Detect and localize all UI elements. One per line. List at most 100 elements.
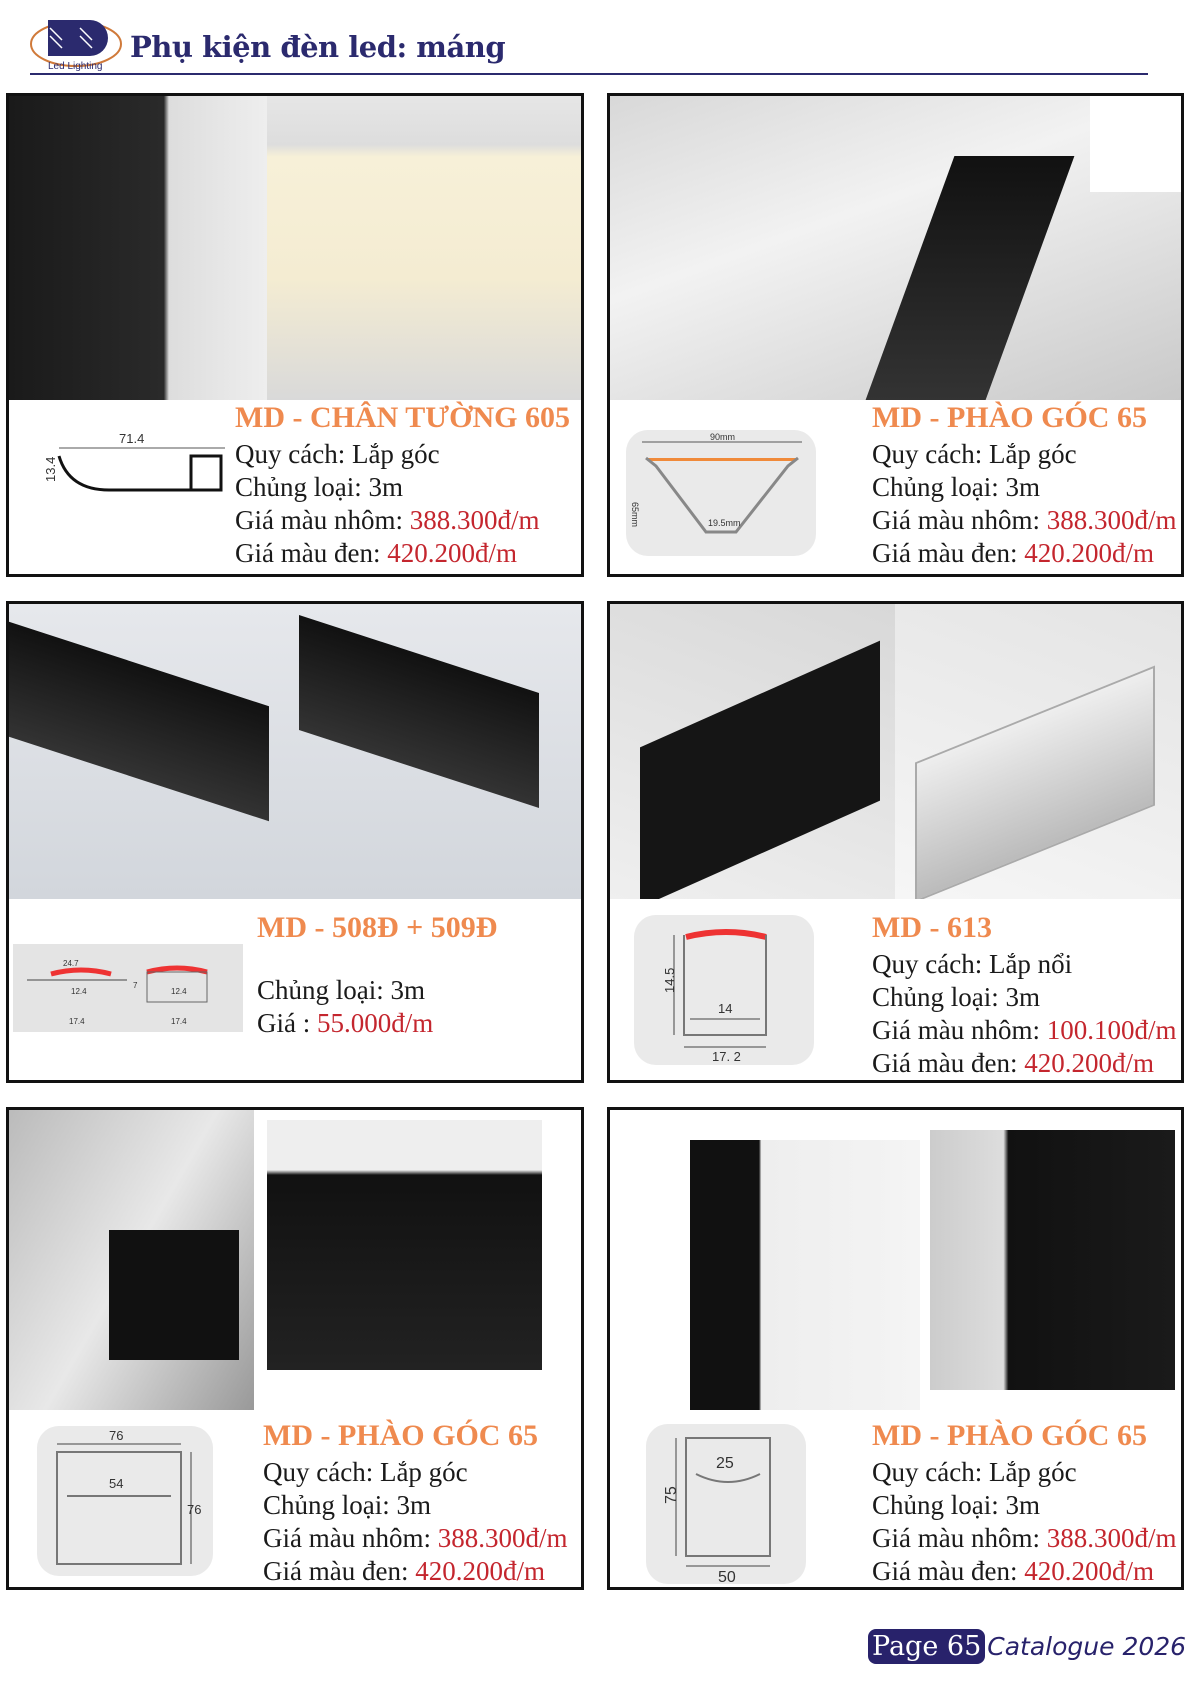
dim-inner: 12.4 — [71, 987, 87, 996]
product-photo — [610, 604, 1181, 899]
spec-value: Lắp góc — [988, 1457, 1077, 1487]
spec-value: Lắp góc — [379, 1457, 468, 1487]
type-value: 3m — [390, 975, 426, 1005]
product-photo — [9, 96, 581, 400]
price-aluminum: 388.300đ/m — [437, 1523, 568, 1553]
spec-value: Lắp nổi — [988, 949, 1073, 979]
product-name: MD - PHÀO GÓC 65 — [263, 1419, 538, 1452]
spec-label: Quy cách: — [263, 1457, 380, 1487]
price-black-label: Giá màu đen: — [872, 538, 1025, 568]
product-name: MD - PHÀO GÓC 65 — [872, 1419, 1147, 1452]
price-black: 420.200đ/m — [1024, 1556, 1154, 1586]
price-black: 420.200đ/m — [1024, 1048, 1154, 1078]
type-label: Chủng loại: — [872, 472, 1006, 502]
price-aluminum: 388.300đ/m — [1046, 1523, 1177, 1553]
dim-bottom: 19.5mm — [708, 518, 741, 528]
dim-base-2: 17.4 — [171, 1017, 187, 1026]
product-info: MD - PHÀO GÓC 65 Quy cách: Lắp góc Chủng… — [872, 400, 1177, 570]
type-label: Chủng loại: — [257, 975, 391, 1005]
type-label: Chủng loại: — [872, 1490, 1006, 1520]
dim-width: 50 — [718, 1569, 736, 1584]
profile-diagram: 75 25 50 — [646, 1424, 806, 1586]
profile-diagram: 24.7 12.4 17.4 12.4 17.4 7 — [13, 944, 243, 1032]
price-aluminum-label: Giá màu nhôm: — [872, 1015, 1047, 1045]
dim-height: 7 — [133, 981, 138, 990]
dim-width: 71.4 — [119, 431, 144, 446]
product-photo — [9, 1110, 581, 1410]
type-label: Chủng loại: — [263, 1490, 397, 1520]
price: 55.000đ/m — [317, 1008, 434, 1038]
product-photo — [610, 1110, 1181, 1420]
price-black: 420.200đ/m — [1024, 538, 1154, 568]
profile-diagram: 76 54 76 — [37, 1426, 213, 1576]
product-photo — [610, 96, 1181, 400]
type-value: 3m — [1005, 472, 1041, 502]
dim-inner: 25 — [716, 1455, 734, 1472]
dim-inner: 14 — [718, 1001, 732, 1016]
price-black-label: Giá màu đen: — [263, 1556, 416, 1586]
type-label: Chủng loại: — [235, 472, 369, 502]
price-aluminum-label: Giá màu nhôm: — [263, 1523, 438, 1553]
product-name: MD - 613 — [872, 911, 992, 944]
product-card-613: 14.5 14 17. 2 MD - 613 Quy cách: Lắp nổi… — [607, 601, 1184, 1083]
price-aluminum-label: Giá màu nhôm: — [872, 1523, 1047, 1553]
price-black: 420.200đ/m — [415, 1556, 545, 1586]
type-label: Chủng loại: — [872, 982, 1006, 1012]
dim-base: 17.4 — [69, 1017, 85, 1026]
dim-height: 65mm — [630, 502, 640, 527]
product-card-chan-tuong-605: 71.4 13.4 MD - CHÂN TƯỜNG 605 Quy cách: … — [6, 93, 584, 577]
header-divider — [30, 73, 1148, 75]
product-name: MD - PHÀO GÓC 65 — [872, 401, 1147, 434]
product-card-phao-goc-65-b: 76 54 76 MD - PHÀO GÓC 65 Quy cách: Lắp … — [6, 1107, 584, 1590]
price-black-label: Giá màu đen: — [872, 1556, 1025, 1586]
price-black-label: Giá màu đen: — [872, 1048, 1025, 1078]
catalogue-label: Catalogue 2026 — [987, 1632, 1187, 1661]
product-card-508-509: 24.7 12.4 17.4 12.4 17.4 7 MD - 508Đ + 5… — [6, 601, 584, 1083]
product-info: MD - 508Đ + 509Đ Chủng loại: 3m Giá : 55… — [257, 910, 497, 1040]
product-name: MD - CHÂN TƯỜNG 605 — [235, 401, 570, 434]
type-value: 3m — [1005, 982, 1041, 1012]
spec-label: Quy cách: — [235, 439, 352, 469]
dim-width: 76 — [109, 1428, 123, 1443]
dim-width: 17. 2 — [712, 1049, 741, 1064]
type-value: 3m — [1005, 1490, 1041, 1520]
dim-width: 90mm — [710, 432, 735, 442]
dim-inner-2: 12.4 — [171, 987, 187, 996]
price-aluminum-label: Giá màu nhôm: — [872, 505, 1047, 535]
spec-value: Lắp góc — [351, 439, 440, 469]
type-value: 3m — [368, 472, 404, 502]
page-footer: Page 65 Catalogue 2026 — [868, 1629, 1186, 1664]
spec-label: Quy cách: — [872, 1457, 989, 1487]
product-info: MD - PHÀO GÓC 65 Quy cách: Lắp góc Chủng… — [263, 1418, 568, 1587]
page-title: Phụ kiện đèn led: máng — [130, 30, 506, 64]
type-value: 3m — [396, 1490, 432, 1520]
price-aluminum: 388.300đ/m — [1046, 505, 1177, 535]
product-info: MD - CHÂN TƯỜNG 605 Quy cách: Lắp góc Ch… — [235, 400, 570, 570]
dim-height: 76 — [187, 1502, 201, 1517]
dim-width: 24.7 — [63, 959, 79, 968]
profile-diagram: 14.5 14 17. 2 — [634, 915, 814, 1065]
price-aluminum: 388.300đ/m — [409, 505, 540, 535]
svg-text:Led Lighting: Led Lighting — [48, 61, 103, 72]
dim-inner: 54 — [109, 1476, 123, 1491]
spec-label: Quy cách: — [872, 439, 989, 469]
price-aluminum-label: Giá màu nhôm: — [235, 505, 410, 535]
price-label: Giá : — [257, 1008, 317, 1038]
product-card-phao-goc-65: 90mm 65mm 19.5mm MD - PHÀO GÓC 65 Quy cá… — [607, 93, 1184, 577]
dim-height: 13.4 — [43, 457, 58, 482]
spec-label: Quy cách: — [872, 949, 989, 979]
spec-value: Lắp góc — [988, 439, 1077, 469]
brand-logo: Led Lighting — [28, 14, 124, 72]
product-photo — [9, 604, 581, 899]
profile-diagram: 90mm 65mm 19.5mm — [626, 430, 816, 556]
price-black-label: Giá màu đen: — [235, 538, 388, 568]
dim-height: 14.5 — [662, 968, 677, 993]
product-info: MD - PHÀO GÓC 65 Quy cách: Lắp góc Chủng… — [872, 1418, 1177, 1587]
price-black: 420.200đ/m — [387, 538, 517, 568]
product-name: MD - 508Đ + 509Đ — [257, 911, 498, 944]
product-card-phao-goc-65-c: 75 25 50 MD - PHÀO GÓC 65 Quy cách: Lắp … — [607, 1107, 1184, 1590]
dim-height: 75 — [663, 1486, 680, 1504]
page-number: Page 65 — [868, 1629, 986, 1664]
price-aluminum: 100.100đ/m — [1046, 1015, 1177, 1045]
profile-diagram: 71.4 13.4 — [29, 426, 229, 506]
